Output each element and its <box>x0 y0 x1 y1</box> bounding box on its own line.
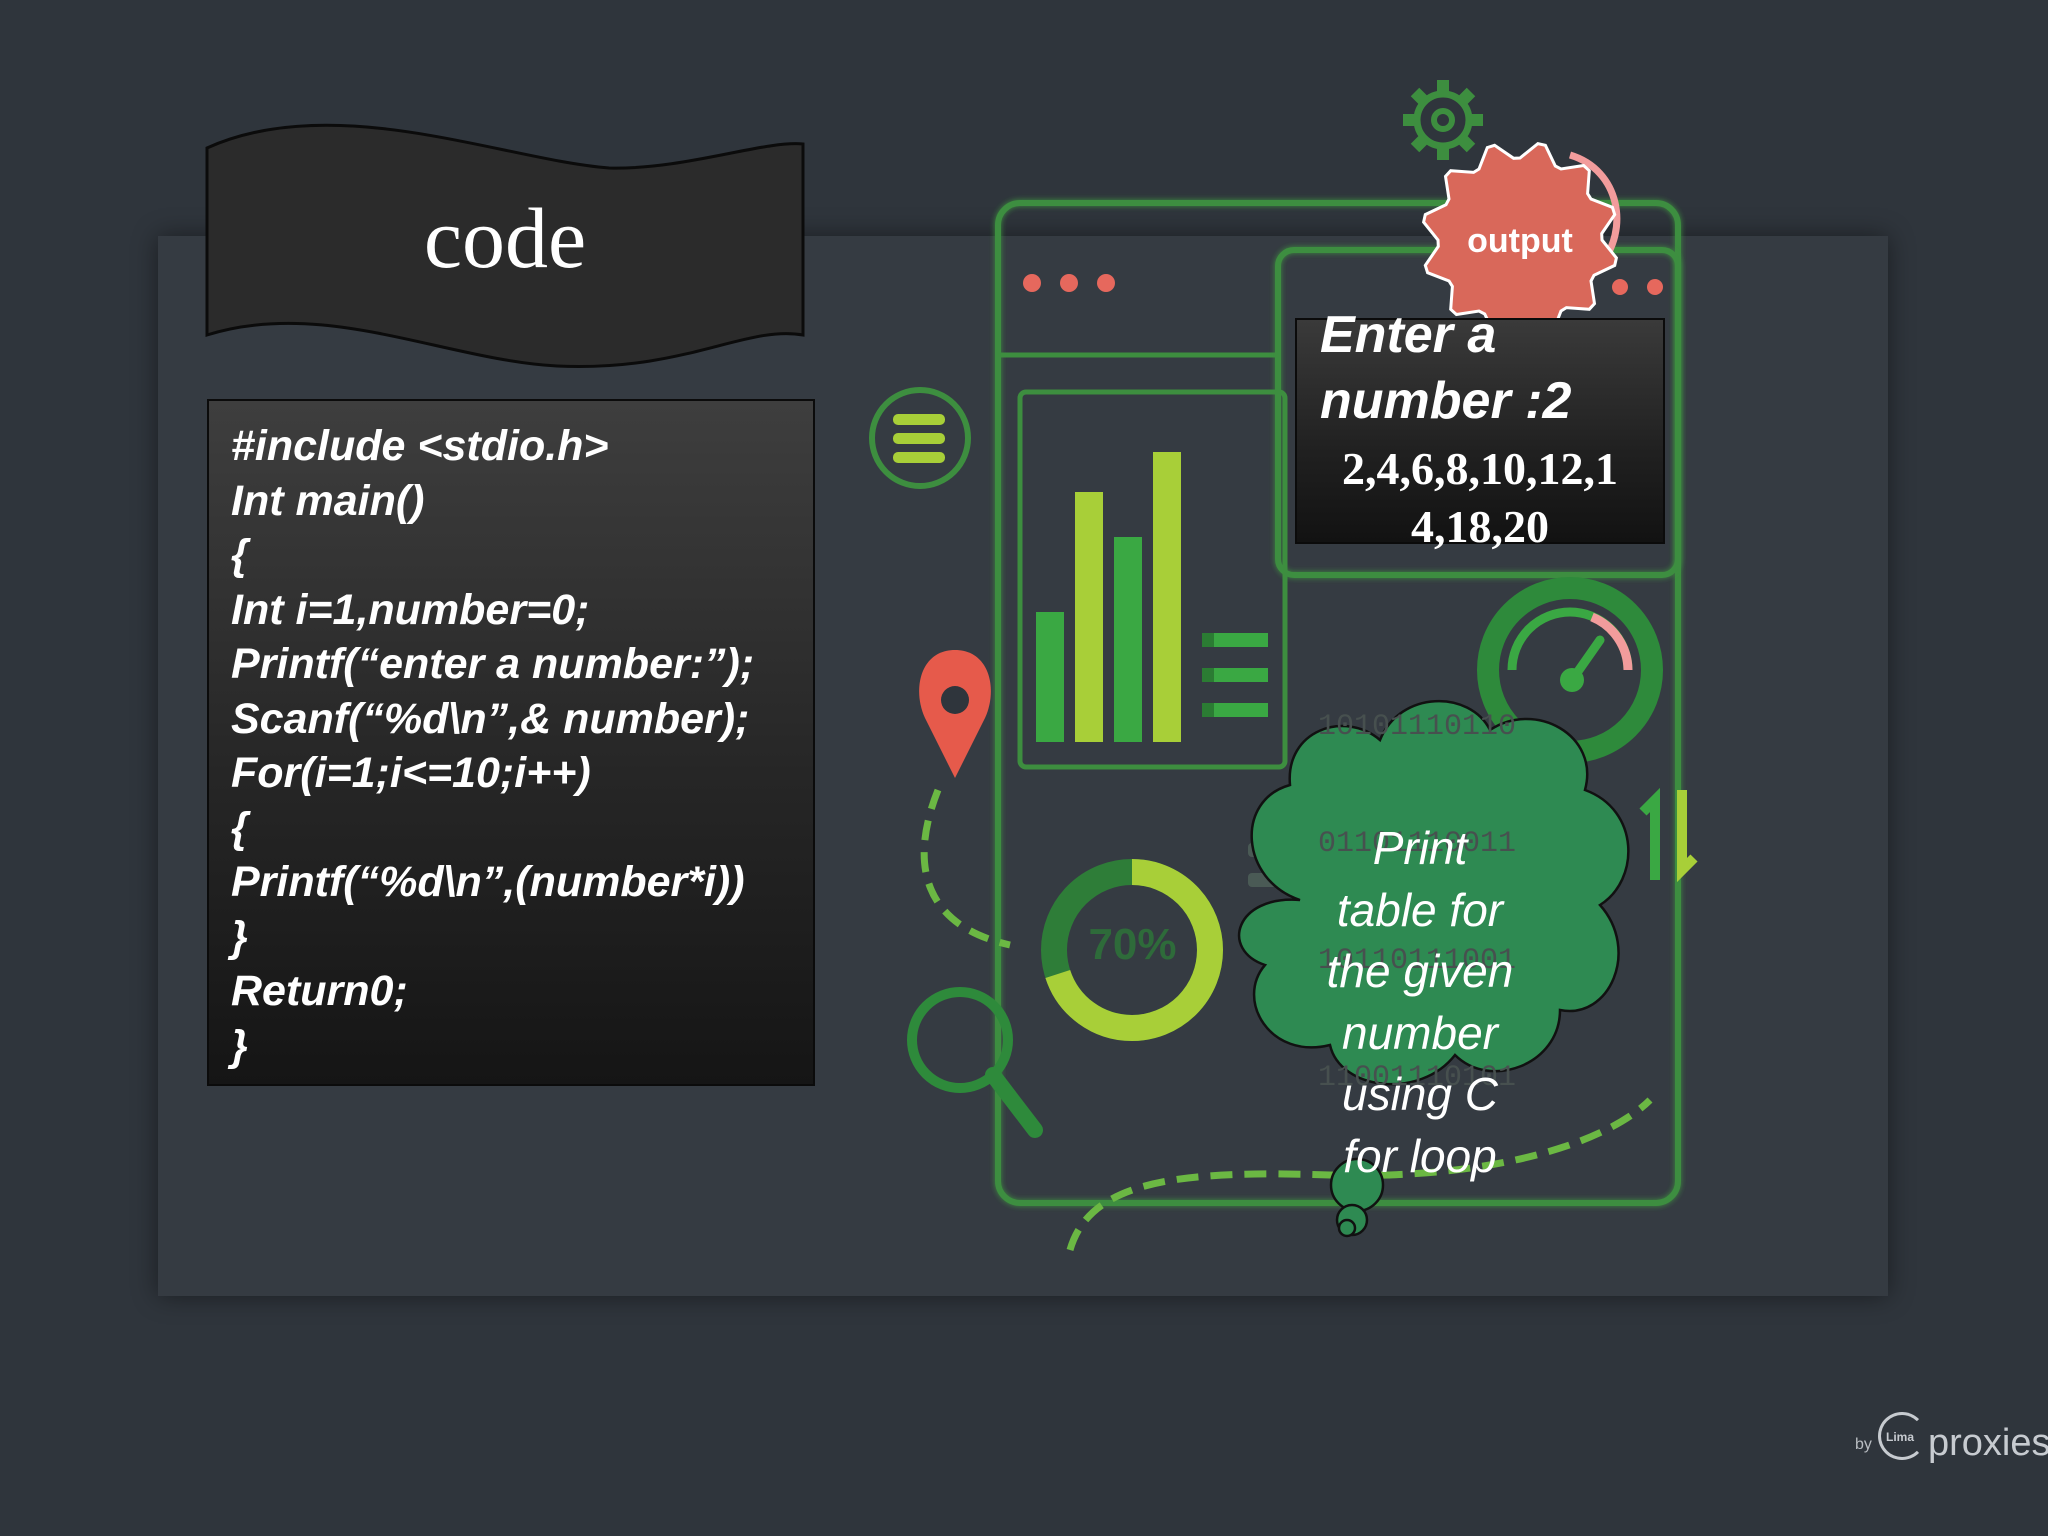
code-line: For(i=1;i<=10;i++) <box>231 749 591 797</box>
bar-icon-bar <box>1075 492 1103 742</box>
output-gear-body <box>1421 141 1619 339</box>
output-gear-label: output <box>1467 222 1573 260</box>
code-line: { <box>231 803 248 852</box>
dashed-path-left <box>920 788 1011 949</box>
code-line: Printf(“enter a number:”); <box>231 640 755 688</box>
callout-line: the given <box>1326 945 1514 997</box>
callout-line: using C <box>1342 1068 1498 1120</box>
menu-circle-icon <box>869 387 971 489</box>
binary-line: 10101110110 <box>1318 710 1517 744</box>
code-line: Scanf(“%d\n”,& number); <box>231 694 750 743</box>
code-line: Printf(“%d\n”,(number*i)) <box>231 858 745 906</box>
window-dot-1 <box>1023 274 1041 292</box>
logo-ring-icon <box>1878 1412 1926 1460</box>
gear-outline-icon <box>1403 80 1483 160</box>
chart-panel-frame <box>1017 389 1288 770</box>
output-gear <box>1421 141 1619 339</box>
callout-line: for loop <box>1343 1129 1497 1182</box>
bar-icon-bar <box>1036 612 1064 742</box>
logo-small-text: Lima <box>1886 1430 1915 1444</box>
output-result-line: 2,4,6,8,10,12,1 <box>1342 443 1618 494</box>
location-pin-icon <box>919 650 991 778</box>
donut-percent-label: 70% <box>1088 920 1177 969</box>
code-line: { <box>231 531 248 579</box>
callout-text: Print table for the given number using C… <box>1270 818 1570 1187</box>
callout-line: number <box>1342 1006 1498 1059</box>
dashed-path-bottom <box>1066 1097 1653 1251</box>
donut-arc <box>1041 859 1223 1041</box>
code-line: Return0; <box>231 967 408 1015</box>
bar-icon-bar <box>1114 537 1142 742</box>
window-dot-4 <box>1612 279 1628 295</box>
output-prompt: Enter a number :2 <box>1320 302 1650 434</box>
logo-word: proxies <box>1928 1422 2048 1464</box>
magnifier-icon <box>907 987 1043 1138</box>
output-prompt-line: Enter a <box>1320 306 1497 364</box>
code-line: } <box>231 1021 248 1070</box>
code-block: #include <stdio.h> Int main() { Int i=1,… <box>207 399 815 1086</box>
callout-line: Print <box>1372 822 1468 874</box>
bar-icon-bar <box>1153 452 1181 742</box>
sort-arrows-icon <box>1639 787 1698 883</box>
banner-title: code <box>423 190 587 286</box>
output-prompt-line: number :2 <box>1320 372 1572 430</box>
code-banner <box>205 123 805 369</box>
window-dot-2 <box>1060 274 1078 292</box>
thought-cloud <box>1238 699 1630 1238</box>
output-result: 2,4,6,8,10,12,1 4,18,20 <box>1310 440 1650 556</box>
legend-lines-icon <box>1202 633 1268 717</box>
code-line: #include <stdio.h> <box>231 422 609 470</box>
logo-by-text: by <box>1855 1436 1872 1453</box>
output-result-line: 4,18,20 <box>1411 501 1549 552</box>
window-dot-5 <box>1647 279 1663 295</box>
callout-line: table for <box>1336 883 1504 936</box>
window-dot-3 <box>1097 274 1115 292</box>
code-line: Int i=1,number=0; <box>231 585 590 634</box>
bar-group <box>1036 452 1181 742</box>
code-line: Int main() <box>231 476 425 525</box>
code-line: } <box>231 912 248 961</box>
output-box <box>1295 318 1665 544</box>
